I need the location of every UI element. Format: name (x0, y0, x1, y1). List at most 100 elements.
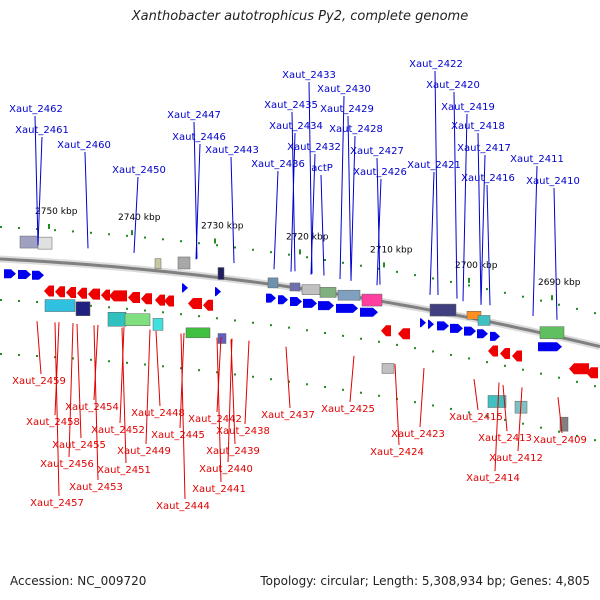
reverse-leader-line (230, 339, 236, 445)
reverse-gene-label: Xaut_2454 (65, 402, 119, 413)
reverse-gene-label: Xaut_2451 (97, 465, 151, 476)
forward-leader-line (34, 115, 39, 245)
ring-dot (378, 340, 380, 343)
ring-dot (486, 361, 488, 364)
ring-dot (90, 358, 92, 361)
forward-leader-line (310, 153, 316, 275)
reverse-gene-label: Xaut_2456 (40, 459, 94, 470)
scale-label: 2750 kbp (35, 207, 78, 217)
forward-gene-arrow (266, 293, 276, 303)
reverse-leader-line (36, 321, 42, 375)
feature-box (337, 289, 361, 301)
forward-leader-line (453, 91, 458, 299)
ring-dot (198, 369, 200, 372)
feature-box (44, 299, 76, 312)
reverse-gene-arrow (109, 290, 127, 302)
forward-gene-label: Xaut_2432 (287, 142, 341, 153)
forward-gene-label: Xaut_2460 (57, 140, 111, 151)
ring-dot (234, 246, 236, 249)
reverse-leader-line (54, 322, 60, 497)
forward-leader-line (376, 157, 381, 285)
forward-gene-arrow (336, 303, 358, 313)
feature-box (217, 267, 225, 280)
ring-dot (126, 307, 128, 310)
forward-gene-arrow (182, 283, 188, 293)
ring-dot (342, 261, 344, 264)
ring-dot (180, 313, 182, 316)
scale-tick (299, 249, 301, 255)
ring-dot (378, 394, 380, 397)
feature-box (107, 312, 127, 327)
reverse-gene-label: Xaut_2444 (156, 501, 210, 512)
forward-leader-line (37, 136, 43, 246)
forward-gene-label: Xaut_2419 (441, 102, 495, 113)
reverse-gene-arrow (77, 287, 87, 299)
ring-dot (450, 280, 452, 283)
feature-box (75, 301, 91, 316)
forward-leader-line (350, 135, 356, 281)
ring-dot (288, 326, 290, 329)
reverse-gene-label: Xaut_2457 (30, 498, 84, 509)
ring-dot (36, 355, 38, 358)
feature-box (185, 327, 211, 339)
ring-dot (72, 230, 74, 233)
reverse-gene-label: Xaut_2459 (12, 376, 66, 387)
ring-dot (414, 347, 416, 350)
scale-label: 2720 kbp (286, 232, 329, 242)
ring-dot (396, 270, 398, 273)
reverse-gene-arrow (512, 350, 522, 362)
forward-gene-label: Xaut_2446 (172, 132, 226, 143)
feature-box (559, 416, 569, 432)
forward-gene-label: Xaut_2421 (407, 160, 461, 171)
scale-label: 2730 kbp (201, 222, 244, 232)
reverse-gene-arrow (141, 293, 152, 305)
feature-box (152, 318, 164, 331)
reverse-leader-line (473, 378, 479, 411)
ring-dot (414, 274, 416, 277)
reverse-gene-label: Xaut_2415 (449, 412, 503, 423)
ring-dot (126, 234, 128, 237)
ring-dot (576, 434, 578, 437)
forward-leader-line (480, 154, 486, 305)
ring-dot (144, 236, 146, 239)
reverse-gene-label: Xaut_2452 (91, 425, 145, 436)
forward-leader-line (290, 132, 296, 272)
ring-dot (432, 404, 434, 407)
ring-dot (576, 380, 578, 383)
ring-dot (198, 242, 200, 245)
forward-gene-arrow (437, 321, 449, 331)
forward-gene-label: Xaut_2417 (457, 143, 511, 154)
ring-dot (234, 319, 236, 322)
ring-dot (288, 380, 290, 383)
ring-dot (270, 378, 272, 381)
reverse-gene-label: Xaut_2440 (199, 464, 253, 475)
scale-label: 2710 kbp (370, 245, 413, 255)
forward-gene-arrow (450, 323, 463, 333)
scale-tick (214, 238, 216, 244)
ring-dot (162, 365, 164, 368)
reverse-gene-label: Xaut_2441 (192, 484, 246, 495)
forward-gene-label: actP (311, 163, 333, 174)
reverse-gene-arrow (569, 363, 589, 375)
feature-box (154, 258, 162, 269)
forward-gene-label: Xaut_2435 (264, 100, 318, 111)
reverse-gene-label: Xaut_2414 (466, 473, 520, 484)
ring-dot (288, 253, 290, 256)
reverse-gene-arrow (488, 345, 498, 357)
reverse-leader-line (216, 337, 222, 413)
ring-dot (432, 277, 434, 280)
ring-dot (198, 315, 200, 318)
reverse-gene-arrow (398, 328, 410, 340)
ring-dot (162, 311, 164, 314)
reverse-gene-arrow (155, 294, 165, 306)
reverse-gene-arrow (88, 288, 100, 300)
forward-gene-label: Xaut_2410 (526, 176, 580, 187)
reverse-gene-label: Xaut_2458 (26, 417, 80, 428)
forward-gene-arrow (290, 296, 302, 306)
reverse-leader-line (180, 333, 186, 500)
ring-dot (522, 295, 524, 298)
ring-dot (486, 415, 488, 418)
scale-tick (383, 262, 385, 268)
forward-gene-label: Xaut_2436 (251, 159, 305, 170)
genome-title: Xanthobacter autotrophicus Py2, complete… (131, 9, 469, 24)
